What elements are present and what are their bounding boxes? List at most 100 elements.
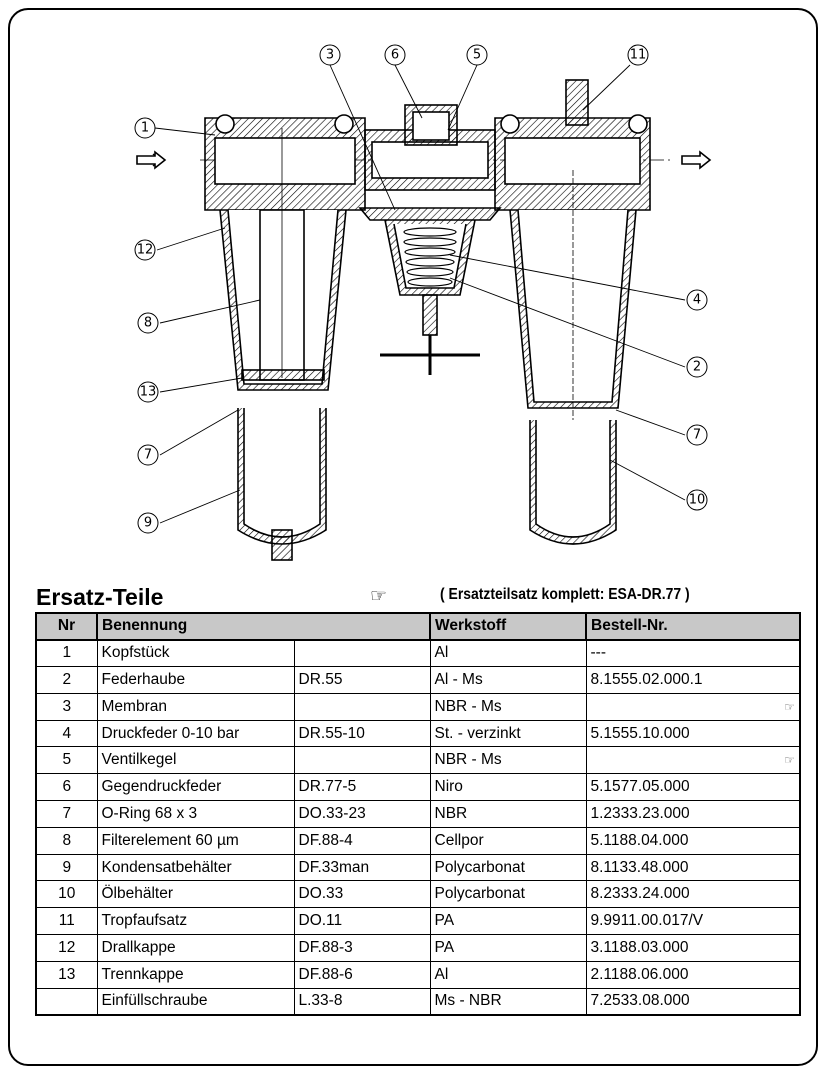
- part-name: Einfüllschraube: [96, 987, 295, 1016]
- part-number: 4: [35, 719, 98, 748]
- part-number: 11: [35, 907, 98, 936]
- callout-circle: [137, 381, 159, 403]
- callout-circle: [137, 444, 159, 466]
- part-code: DR.77-5: [293, 773, 431, 802]
- part-order-number: 8.1133.48.000: [585, 853, 801, 882]
- part-number: 1: [35, 639, 98, 668]
- part-order-number: 2.1188.06.000: [585, 960, 801, 989]
- part-code: DO.33: [293, 880, 431, 909]
- part-name: Tropfaufsatz: [96, 907, 295, 936]
- part-order-number: ---: [585, 639, 801, 668]
- part-number: 13: [35, 960, 98, 989]
- technical-drawing: 1 3 6 5 11 12 8 13 7 9 4 2 7 10: [134, 44, 712, 561]
- spare-kit-note: ( Ersatzteilsatz komplett: ESA-DR.77 ): [440, 586, 690, 603]
- callout-label: 3: [326, 48, 334, 63]
- part-number: 10: [35, 880, 98, 909]
- column-header-bestell-nr: Bestell-Nr.: [585, 612, 801, 641]
- table-header-row: Nr Benennung Werkstoff Bestell-Nr.: [35, 612, 801, 641]
- column-header-werkstoff: Werkstoff: [429, 612, 587, 641]
- part-code: DF.88-6: [293, 960, 431, 989]
- page-frame: [8, 8, 818, 1066]
- callout-circle: [686, 289, 708, 311]
- part-material: St. - verzinkt: [429, 719, 587, 748]
- part-code: L.33-8: [293, 987, 431, 1016]
- part-material: Niro: [429, 773, 587, 802]
- part-material: NBR: [429, 800, 587, 828]
- part-code: DR.55-10: [293, 719, 431, 748]
- callout-circle: [134, 117, 156, 139]
- part-material: Al: [429, 960, 587, 989]
- part-order-number: 7.2533.08.000: [585, 987, 801, 1016]
- part-name: Membran: [96, 692, 295, 721]
- callout-circle: [137, 312, 159, 334]
- callout-label: 11: [630, 48, 647, 63]
- part-material: NBR - Ms: [429, 746, 587, 775]
- callout-circle: [134, 239, 156, 261]
- part-name: Trennkappe: [96, 960, 295, 989]
- part-number: 9: [35, 853, 98, 882]
- callout-circle: [319, 44, 341, 66]
- part-material: Polycarbonat: [429, 853, 587, 882]
- part-code: [293, 746, 431, 775]
- callout-circle: [137, 512, 159, 534]
- callout-label: 4: [693, 293, 701, 308]
- column-header-nr: Nr: [35, 612, 98, 641]
- part-name: Kondensatbehälter: [96, 853, 295, 882]
- callout-circle: [686, 424, 708, 446]
- part-name: Filterelement 60 µm: [96, 826, 295, 855]
- column-header-benennung: Benennung: [96, 612, 431, 641]
- part-order-number: 3.1188.03.000: [585, 934, 801, 962]
- part-material: Al - Ms: [429, 666, 587, 694]
- part-number: 3: [35, 692, 98, 721]
- part-order-number: 9.9911.00.017/V: [585, 907, 801, 936]
- part-code: DF.88-3: [293, 934, 431, 962]
- part-material: Polycarbonat: [429, 880, 587, 909]
- callout-label: 13: [140, 385, 157, 400]
- part-number: [35, 987, 98, 1016]
- part-name: Drallkappe: [96, 934, 295, 962]
- part-name: Federhaube: [96, 666, 295, 694]
- part-number: 6: [35, 773, 98, 802]
- part-code: [293, 692, 431, 721]
- callout-label: 2: [693, 360, 701, 375]
- part-code: DO.11: [293, 907, 431, 936]
- part-number: 12: [35, 934, 98, 962]
- part-code: DF.88-4: [293, 826, 431, 855]
- part-order-number: 8.2333.24.000: [585, 880, 801, 909]
- part-name: Ölbehälter: [96, 880, 295, 909]
- callout-circle: [686, 489, 708, 511]
- pointing-hand-icon: ☞: [585, 692, 801, 721]
- pointing-hand-icon: ☞: [585, 746, 801, 775]
- callout-label: 1: [141, 121, 149, 136]
- callout-label: 9: [144, 516, 152, 531]
- part-name: Gegendruckfeder: [96, 773, 295, 802]
- part-number: 2: [35, 666, 98, 694]
- callout-label: 6: [391, 48, 399, 63]
- part-material: Ms - NBR: [429, 987, 587, 1016]
- part-material: PA: [429, 934, 587, 962]
- callout-circle: [627, 44, 649, 66]
- callout-label: 5: [473, 48, 481, 63]
- part-number: 8: [35, 826, 98, 855]
- part-name: Druckfeder 0-10 bar: [96, 719, 295, 748]
- callout-circle: [384, 44, 406, 66]
- callout-circle: [686, 356, 708, 378]
- part-material: NBR - Ms: [429, 692, 587, 721]
- part-order-number: 1.2333.23.000: [585, 800, 801, 828]
- callout-label: 7: [693, 428, 701, 443]
- callout-label: 8: [144, 316, 152, 331]
- part-code: DF.33man: [293, 853, 431, 882]
